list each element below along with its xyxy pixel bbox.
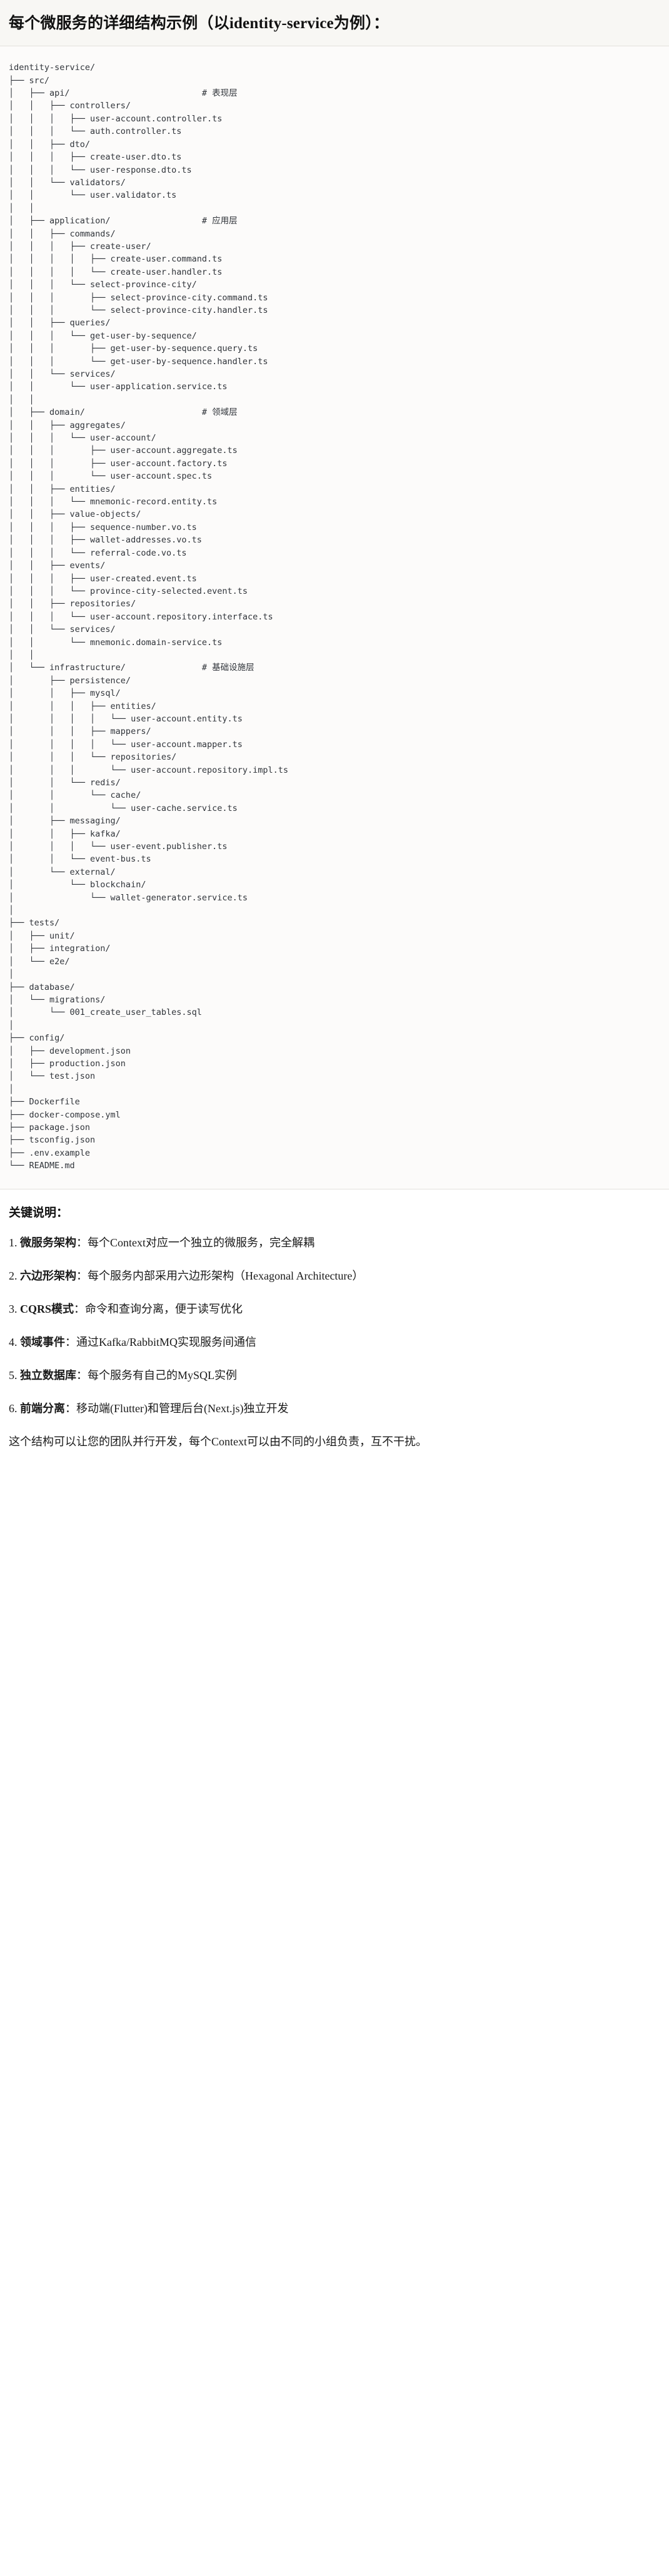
note-term: 独立数据库 — [20, 1369, 76, 1382]
note-body: 命令和查询分离，便于读写优化 — [85, 1303, 243, 1316]
closing-paragraph: 这个结构可以让您的团队并行开发，每个Context可以由不同的小组负责，互不干扰… — [9, 1435, 427, 1448]
note-number: 5. — [9, 1369, 18, 1382]
note-separator: ： — [76, 1236, 88, 1250]
note-body: 移动端(Flutter)和管理后台(Next.js)独立开发 — [76, 1402, 289, 1415]
note-body: 每个服务内部采用六边形架构（Hexagonal Architecture） — [88, 1270, 364, 1283]
list-item: 6. 前端分离：移动端(Flutter)和管理后台(Next.js)独立开发 — [9, 1400, 660, 1417]
note-separator: ： — [76, 1270, 88, 1283]
note-separator: ： — [65, 1402, 76, 1415]
directory-tree: identity-service/ ├── src/ │ ├── api/ # … — [9, 63, 289, 1171]
note-term: 微服务架构 — [20, 1236, 76, 1250]
directory-tree-section: identity-service/ ├── src/ │ ├── api/ # … — [0, 46, 669, 1189]
note-number: 4. — [9, 1336, 18, 1349]
key-notes-heading: 关键说明： — [9, 1206, 69, 1219]
note-number: 1. — [9, 1236, 18, 1250]
note-body: 每个Context对应一个独立的微服务，完全解耦 — [88, 1236, 314, 1250]
list-item: 5. 独立数据库：每个服务有自己的MySQL实例 — [9, 1367, 660, 1384]
note-body: 每个服务有自己的MySQL实例 — [88, 1369, 238, 1382]
list-item: 3. CQRS模式：命令和查询分离，便于读写优化 — [9, 1301, 660, 1318]
note-separator: ： — [76, 1369, 88, 1382]
note-body: 通过Kafka/RabbitMQ实现服务间通信 — [76, 1336, 256, 1349]
note-number: 2. — [9, 1270, 18, 1283]
key-notes-section: 关键说明： 1. 微服务架构：每个Context对应一个独立的微服务，完全解耦 … — [0, 1189, 669, 1469]
document-page: 每个微服务的详细结构示例（以identity-service为例）： ident… — [0, 0, 669, 1469]
note-number: 6. — [9, 1402, 18, 1415]
note-term: 六边形架构 — [20, 1270, 76, 1283]
page-title-suffix: 为例）： — [333, 14, 390, 32]
page-title-service-name: identity-service — [229, 15, 334, 32]
list-item: 2. 六边形架构：每个服务内部采用六边形架构（Hexagonal Archite… — [9, 1268, 660, 1285]
note-number: 3. — [9, 1303, 18, 1316]
key-notes-list: 1. 微服务架构：每个Context对应一个独立的微服务，完全解耦 2. 六边形… — [9, 1235, 660, 1417]
note-separator: ： — [65, 1336, 76, 1349]
note-term: 前端分离 — [20, 1402, 65, 1415]
page-title-prefix: 每个微服务的详细结构示例（以 — [9, 14, 229, 32]
list-item: 1. 微服务架构：每个Context对应一个独立的微服务，完全解耦 — [9, 1235, 660, 1251]
note-term: CQRS模式 — [20, 1303, 74, 1316]
note-term: 领域事件 — [20, 1336, 65, 1349]
title-section: 每个微服务的详细结构示例（以identity-service为例）： — [0, 0, 669, 47]
page-title: 每个微服务的详细结构示例（以identity-service为例）： — [9, 14, 660, 33]
note-separator: ： — [74, 1303, 86, 1316]
list-item: 4. 领域事件：通过Kafka/RabbitMQ实现服务间通信 — [9, 1334, 660, 1351]
